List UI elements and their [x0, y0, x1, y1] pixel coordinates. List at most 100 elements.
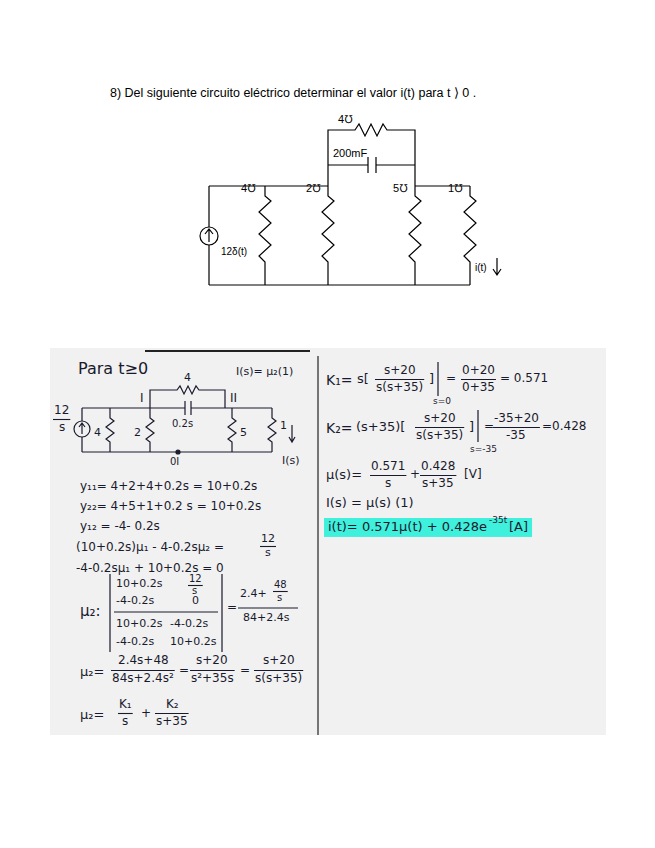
handwritten-text: II	[230, 392, 237, 406]
fraction-bar	[254, 670, 303, 671]
handwritten-text: s+35	[422, 477, 454, 491]
handwritten-text: 1	[280, 420, 287, 433]
handwritten-text: +	[410, 468, 420, 482]
component-label: 12δ(t)	[221, 246, 247, 258]
handwritten-text: 12	[189, 573, 202, 585]
fraction-bar	[118, 713, 133, 714]
fraction-bar	[111, 670, 175, 671]
fraction-bar	[273, 591, 288, 592]
handwritten-text: 0.428	[421, 460, 455, 474]
handwritten-text: s	[122, 715, 128, 729]
sketch-circuit	[74, 386, 295, 454]
resistor-symbol	[259, 186, 271, 285]
current-source-arrow	[205, 186, 213, 285]
handwritten-text: Para t≥0	[78, 360, 148, 378]
current-arrow	[289, 425, 295, 442]
component-label: 4℧	[241, 182, 255, 195]
fraction-bar	[461, 379, 496, 380]
handwritten-text: s+20	[263, 654, 295, 668]
fraction-bar	[370, 475, 406, 476]
handwritten-text: =	[227, 601, 237, 615]
evaluation-bar	[437, 362, 438, 396]
handwritten-text: 10+0.2s	[116, 578, 162, 591]
fraction-bar	[238, 607, 298, 608]
handwritten-text: -35t	[489, 515, 507, 525]
handwritten-text: = 0.571	[500, 372, 548, 386]
component-label: 4℧	[338, 113, 352, 126]
handwritten-text: -35	[506, 429, 526, 443]
handwritten-text: =	[240, 664, 250, 678]
component-label: 1℧	[448, 182, 462, 195]
handwritten-text: -4-0.2s	[116, 636, 154, 649]
divider-line	[317, 356, 318, 735]
wire	[209, 284, 470, 285]
handwritten-text: [A]	[509, 520, 528, 535]
problem-title: 8) Del siguiente circuito eléctrico dete…	[110, 86, 476, 100]
photo-ground	[50, 348, 606, 735]
handwritten-text: -4-0.2s	[116, 595, 154, 608]
handwritten-text: 0I	[170, 456, 179, 468]
fraction-bar	[114, 611, 218, 612]
fraction-bar	[375, 379, 424, 380]
component-label: i(t)	[475, 262, 487, 274]
handwritten-text: I(s)= μ₂(1)	[236, 366, 293, 379]
handwritten-text: 10+0.2s	[116, 618, 162, 631]
fraction-bar	[493, 427, 540, 428]
resistor-symbol	[322, 186, 334, 285]
handwritten-text: 0+35	[462, 381, 495, 395]
handwritten-text: 0.571	[371, 460, 405, 474]
handwritten-text: -35+20	[494, 412, 539, 426]
determinant-bar	[110, 574, 222, 652]
handwritten-text: s	[265, 547, 271, 560]
handwritten-text: =0.428	[542, 420, 586, 434]
handwritten-text: 4	[94, 427, 101, 440]
component-label: 2℧	[306, 182, 320, 195]
handwritten-text: s(s+35)	[376, 381, 423, 395]
handwritten-text: μ₂=	[80, 708, 104, 723]
handwritten-text: s²+35s	[191, 672, 234, 686]
resistor-symbol	[228, 408, 236, 452]
resistor-symbol	[150, 386, 225, 408]
resistor-symbol	[464, 186, 476, 285]
current-arrow	[493, 258, 501, 275]
component-label: 5℧	[393, 182, 407, 195]
handwritten-text: ]	[469, 420, 474, 435]
capacitor-symbol	[328, 157, 415, 173]
dynamic-strokes	[53, 380, 540, 714]
handwritten-text: ]	[429, 372, 434, 387]
handwritten-text: s	[277, 592, 282, 604]
handwritten-text: s+20	[424, 412, 456, 426]
handwritten-text: K₁=	[326, 372, 353, 388]
handwritten-text: 0+20	[462, 364, 495, 378]
handwritten-text: 12	[261, 533, 275, 546]
handwritten-text: s+20	[196, 654, 228, 668]
handwritten-text: K₂=	[326, 420, 353, 436]
component-label: 200mF	[333, 147, 367, 160]
handwritten-text: 2.4s+48	[118, 654, 169, 668]
handwritten-text: I(s)	[282, 455, 300, 468]
handwritten-text: 2	[134, 427, 141, 440]
resistor-symbol	[106, 408, 114, 452]
capacitor-symbol	[185, 401, 191, 415]
handwritten-text: s	[385, 477, 391, 491]
handwritten-text: s(s+35)	[416, 429, 463, 443]
fraction-bar	[53, 419, 70, 420]
ground-node	[176, 450, 180, 454]
handwritten-text: s[	[357, 372, 369, 387]
handwritten-text: =	[179, 664, 189, 678]
handwritten-text: s+20	[384, 364, 416, 378]
handwritten-text: s=-35	[470, 444, 497, 454]
evaluation-bar	[477, 410, 478, 442]
resistor-symbol	[146, 408, 154, 452]
handwritten-text: +	[141, 707, 151, 721]
fraction-bar	[415, 427, 464, 428]
handwritten-text: 5	[240, 427, 247, 440]
handwritten-text: s+35	[156, 715, 188, 729]
fraction-bar	[155, 713, 189, 714]
resistor-symbol	[328, 124, 415, 186]
fraction-bar	[190, 670, 235, 671]
handwritten-text: y₁₂ = -4- 0.2s	[80, 520, 160, 534]
handwritten-text: =	[446, 372, 456, 386]
handwritten-text: I(s) = μ(s) (1)	[326, 496, 414, 511]
